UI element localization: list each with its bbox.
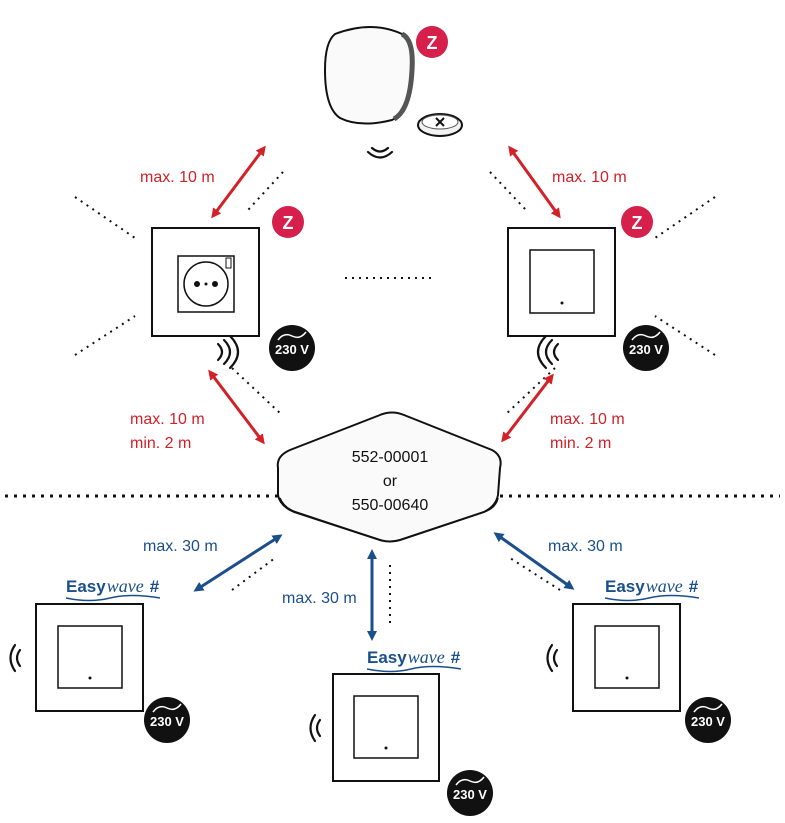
svg-text:230 V: 230 V <box>691 714 725 729</box>
easywave-logo: Easywave# <box>366 647 462 673</box>
hub-model-alternative: 550-00640 <box>352 497 429 514</box>
distance-label: max. 30 m <box>282 590 357 607</box>
distance-label: min. 2 m <box>550 435 611 452</box>
hub-or-text: or <box>383 473 398 490</box>
svg-text:Z: Z <box>632 213 643 233</box>
distance-arrow <box>493 532 575 590</box>
distance-arrow <box>508 145 561 219</box>
distance-label: max. 10 m <box>130 411 205 428</box>
svg-text:230 V: 230 V <box>453 787 487 802</box>
zwave-icon: Z <box>416 26 448 58</box>
svg-text:Z: Z <box>427 33 438 53</box>
voltage-badge-icon: 230 V <box>447 770 493 816</box>
zwave-icon: Z <box>621 206 653 238</box>
hub-model-primary: 552-00001 <box>352 449 429 466</box>
zwave-switch-device <box>507 227 616 337</box>
svg-text:230 V: 230 V <box>275 342 309 357</box>
voltage-badge-icon: 230 V <box>623 325 669 371</box>
wireless-signal-icon <box>309 713 322 743</box>
easywave-switch-device <box>572 603 681 712</box>
zwave-sensor-device <box>323 26 463 137</box>
distance-label: max. 30 m <box>143 538 218 555</box>
svg-text:Z: Z <box>283 213 294 233</box>
wireless-signal-icon <box>9 643 22 673</box>
zwave-icon: Z <box>272 206 304 238</box>
voltage-badge-icon: 230 V <box>144 697 190 743</box>
distance-label: min. 2 m <box>130 435 191 452</box>
wireless-signal-icon <box>552 342 560 362</box>
distance-label: max. 30 m <box>548 538 623 555</box>
easywave-logo: Easywave# <box>604 576 700 602</box>
voltage-badge-icon: 230 V <box>269 325 315 371</box>
distance-arrow <box>208 369 265 445</box>
distance-label: max. 10 m <box>550 411 625 428</box>
distance-arrow <box>501 373 554 443</box>
voltage-badge-icon: 230 V <box>685 697 731 743</box>
svg-text:230 V: 230 V <box>629 342 663 357</box>
wireless-signal-icon <box>370 146 390 153</box>
easywave-logo: Easywave# <box>65 576 161 602</box>
svg-text:Easywave#: Easywave# <box>367 647 461 667</box>
distance-label: max. 10 m <box>140 169 215 186</box>
distance-label: max. 10 m <box>552 169 627 186</box>
wireless-signal-icon <box>216 342 224 362</box>
socket-device <box>151 227 260 337</box>
svg-text:Easywave#: Easywave# <box>66 576 160 596</box>
distance-arrow <box>211 145 266 219</box>
easywave-switch-device <box>332 673 440 782</box>
gateway-hub: 552-00001 or 550-00640 <box>276 411 502 543</box>
svg-text:Easywave#: Easywave# <box>605 576 699 596</box>
easywave-switch-device <box>35 603 144 712</box>
wireless-signal-icon <box>546 643 559 673</box>
distance-arrow <box>193 534 283 592</box>
svg-text:230 V: 230 V <box>150 714 184 729</box>
